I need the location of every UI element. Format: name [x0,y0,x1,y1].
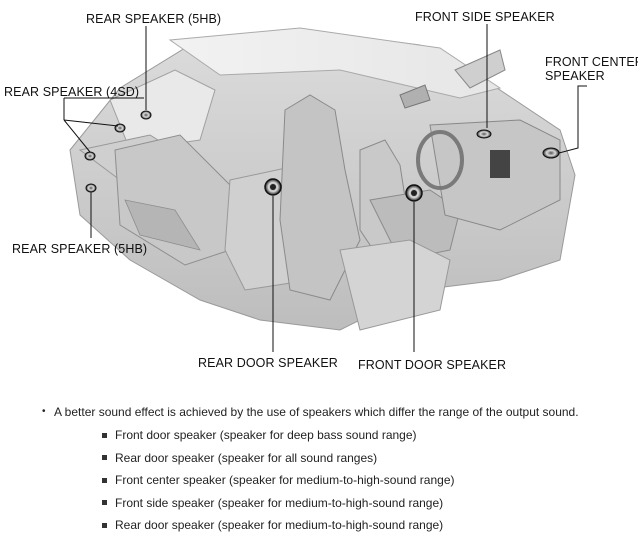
speaker-rear-5hb-bottom [85,183,97,193]
list-item: Front center speaker (speaker for medium… [102,469,632,492]
label-front-center-speaker: FRONT CENTER SPEAKER [545,55,638,83]
list-item-text: Front door speaker (speaker for deep bas… [115,428,417,443]
speaker-rear-5hb-top [140,110,152,120]
list-item: Front door speaker (speaker for deep bas… [102,424,632,447]
label-rear-speaker-5hb-bottom: REAR SPEAKER (5HB) [12,242,148,256]
front-door-panel [339,239,451,331]
square-bullet-icon [102,522,107,528]
front-seat-left [279,94,361,301]
square-bullet-icon [102,477,107,483]
label-front-side-speaker: FRONT SIDE SPEAKER [415,10,555,24]
speaker-notes: • A better sound effect is achieved by t… [42,404,632,537]
label-rear-speaker-4sd: REAR SPEAKER (4SD) [4,85,140,99]
speaker-front-door [405,184,423,202]
steering-wheel [416,130,464,190]
square-bullet-icon [102,500,107,506]
leader-lines [63,24,587,352]
list-item-text: Front center speaker (speaker for medium… [115,473,455,488]
main-note-text: A better sound effect is achieved by the… [54,405,579,419]
label-front-door-speaker: FRONT DOOR SPEAKER [358,358,507,372]
speaker-front-side [476,129,492,139]
list-item-text: Rear door speaker (speaker for medium-to… [115,518,444,533]
roof-panel [168,27,502,99]
list-item-text: Rear door speaker (speaker for all sound… [115,450,378,465]
label-front-center-line2: SPEAKER [545,69,605,83]
speaker-rear-door [264,178,282,196]
list-item: Front side speaker (speaker for medium-t… [102,492,632,515]
speaker-rear-4sd-right [114,123,126,133]
car-interior-speaker-diagram: REAR SPEAKER (5HB) FRONT SIDE SPEAKER FR… [4,10,638,372]
car-interior-illustration [63,24,587,352]
list-item-text: Front side speaker (speaker for medium-t… [115,495,444,510]
main-note: • A better sound effect is achieved by t… [42,404,632,420]
speaker-front-center [542,147,560,159]
speaker-rear-4sd-left [84,151,96,161]
label-rear-door-speaker: REAR DOOR SPEAKER [198,356,338,370]
label-rear-speaker-5hb-top: REAR SPEAKER (5HB) [86,12,222,26]
square-bullet-icon [102,432,107,438]
speaker-range-list: Front door speaker (speaker for deep bas… [102,424,632,537]
bullet-dot-icon: • [42,406,46,417]
square-bullet-icon [102,455,107,461]
label-front-center-line1: FRONT CENTER [545,55,638,69]
list-item: Rear door speaker (speaker for all sound… [102,447,632,470]
center-screen [490,150,510,178]
list-item: Rear door speaker (speaker for medium-to… [102,514,632,537]
